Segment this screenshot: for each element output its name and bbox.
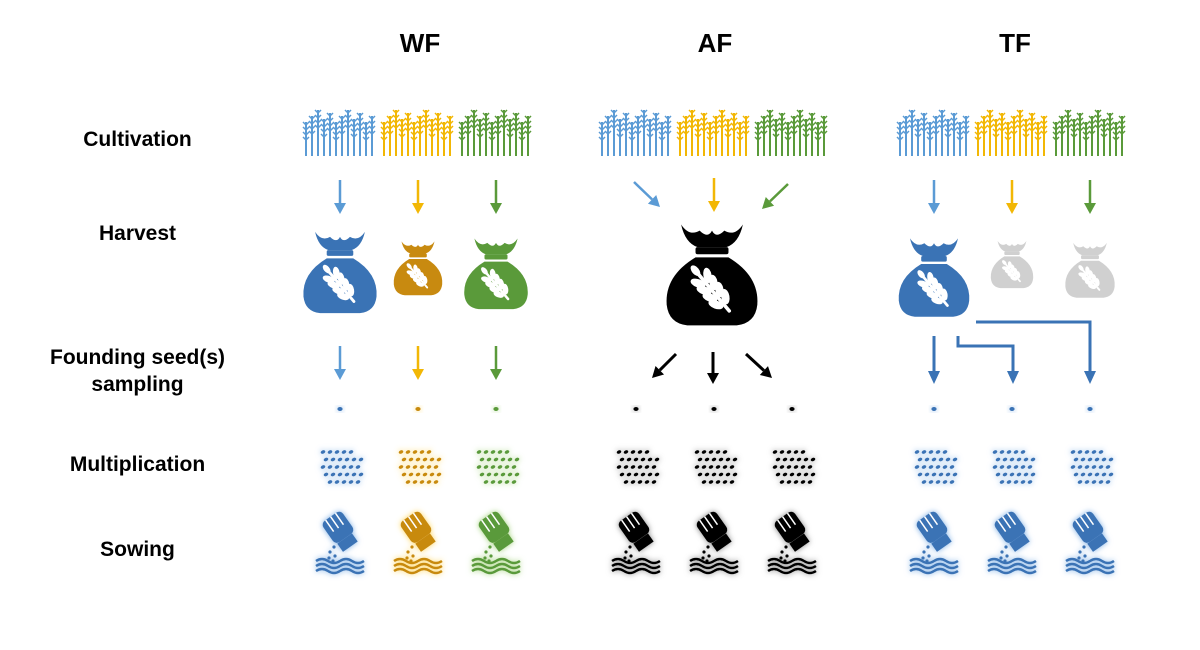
founding-seed-af-3 [789, 407, 795, 411]
tf-connector-arrowhead-1 [928, 371, 940, 384]
tf-connector-3 [976, 320, 1092, 372]
tf-connector-2 [956, 336, 1015, 372]
seed-cluster-icon-wf-3 [476, 450, 520, 484]
founding-seed-wf-2 [415, 407, 421, 411]
founding-seed-af-2 [711, 407, 717, 411]
sowing-hand-icon-tf-3 [1065, 511, 1115, 575]
harvest-arrow-tf-3 [1084, 180, 1096, 214]
tf-connector-arrowhead-3 [1084, 371, 1096, 384]
seed-cluster-icon-af-2 [694, 450, 738, 484]
seed-bag-icon-tf-3 [1065, 242, 1115, 298]
row-label-harvest: Harvest [98, 222, 177, 245]
harvest-arrow-wf-3 [490, 180, 502, 214]
seed-cluster-icon-wf-1 [320, 450, 364, 484]
seed-bag-icon-af [666, 224, 758, 326]
row-label-sampling-line2: sampling [91, 373, 184, 396]
seed-cluster-icon-af-3 [772, 450, 816, 484]
seed-bag-icon-wf-2 [393, 241, 443, 296]
row-label-multiplication: Multiplication [69, 453, 206, 476]
seed-cluster-icon-af-1 [616, 450, 660, 484]
harvest-arrow-tf-2 [1006, 180, 1018, 214]
harvest-arrow-af-1 [633, 181, 660, 207]
harvest-arrow-wf-2 [412, 180, 424, 214]
seed-bag-icon-wf-3 [464, 238, 528, 310]
sampling-arrow-wf-2 [412, 346, 424, 380]
seed-cluster-icon-tf-3 [1070, 450, 1114, 484]
sowing-hand-icon-tf-1 [909, 511, 959, 575]
wheat-field-icon-wf-2 [380, 109, 454, 156]
founding-seed-wf-1 [337, 407, 343, 411]
sowing-hand-icon-wf-2 [393, 511, 443, 575]
row-label-sampling-line1: Founding seed(s) [50, 346, 225, 369]
seed-cluster-icon-tf-2 [992, 450, 1036, 484]
wheat-field-icon-af-3 [754, 109, 828, 156]
harvest-arrow-af-3 [762, 183, 789, 209]
seed-cluster-icon-wf-2 [398, 450, 442, 484]
row-label-sampling: Founding seed(s) sampling [20, 344, 255, 398]
founding-seed-tf-3 [1087, 407, 1093, 411]
sowing-hand-icon-af-2 [689, 511, 739, 575]
sowing-hand-icon-wf-3 [471, 511, 521, 575]
sowing-hand-icon-tf-2 [987, 511, 1037, 575]
seed-bag-icon-wf-1 [303, 231, 377, 314]
founding-seed-tf-2 [1009, 407, 1015, 411]
wheat-field-icon-tf-2 [974, 109, 1048, 156]
row-label-sowing: Sowing [100, 538, 175, 561]
sowing-hand-icon-af-1 [611, 511, 661, 575]
sowing-hand-icon-wf-1 [315, 511, 365, 575]
af-column-title: AF [697, 28, 733, 58]
harvest-arrow-af-2 [708, 178, 720, 212]
wheat-field-icon-tf-1 [896, 109, 970, 156]
wf-column-title: WF [399, 28, 441, 58]
harvest-arrow-tf-1 [928, 180, 940, 214]
wheat-field-icon-af-1 [598, 109, 672, 156]
sampling-arrow-wf-3 [490, 346, 502, 380]
wheat-field-icon-tf-3 [1052, 109, 1126, 156]
tf-connector-arrowhead-2 [1007, 371, 1019, 384]
sampling-arrow-wf-1 [334, 346, 346, 380]
founding-seed-tf-1 [931, 407, 937, 411]
wheat-field-icon-af-2 [676, 109, 750, 156]
seed-bag-icon-tf-1 [898, 238, 970, 317]
founding-seed-wf-3 [493, 407, 499, 411]
seed-bag-icon-tf-2 [990, 241, 1034, 289]
founding-seed-af-1 [633, 407, 639, 411]
harvest-arrow-wf-1 [334, 180, 346, 214]
tf-column-title: TF [999, 28, 1031, 58]
sowing-hand-icon-af-3 [767, 511, 817, 575]
seed-cluster-icon-tf-1 [914, 450, 958, 484]
sampling-arrow-af-1 [652, 352, 678, 378]
sampling-arrow-af-2 [707, 352, 719, 384]
sampling-arrow-af-3 [744, 352, 772, 378]
wheat-field-icon-wf-1 [302, 109, 376, 156]
row-label-cultivation: Cultivation [83, 128, 192, 151]
wheat-field-icon-wf-3 [458, 109, 532, 156]
